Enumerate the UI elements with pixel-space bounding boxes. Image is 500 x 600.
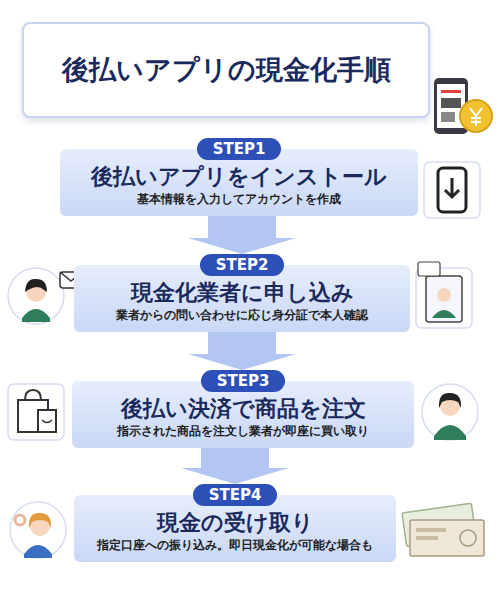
step-description: 業者からの問い合わせに応じ身分証で本人確認 (82, 307, 402, 324)
flow-arrow (181, 448, 289, 484)
woman-figure (422, 384, 478, 440)
step-box: STEP2 現金化業者に申し込み業者からの問い合わせに応じ身分証で本人確認 (74, 254, 410, 332)
arrow-shape (188, 332, 296, 370)
flow-arrow (188, 332, 296, 370)
arrow-shape (181, 448, 289, 484)
step-heading: 後払い決済で商品を注文 (80, 395, 406, 423)
step-box: STEP3 後払い決済で商品を注文指示された商品を注文し業者が即座に買い取り (72, 370, 414, 448)
arrow-shape (188, 216, 296, 254)
step-heading: 現金化業者に申し込み (82, 279, 402, 307)
step-label: STEP3 (201, 370, 286, 392)
flow-arrow (188, 216, 296, 254)
operator-woman (8, 268, 82, 324)
step-label: STEP2 (200, 254, 285, 276)
ok-woman (10, 502, 66, 558)
step-description: 指示された商品を注文し業者が即座に買い取り (80, 423, 406, 440)
title-text: 後払いアプリの現金化手順 (52, 52, 401, 88)
id-check-icon (416, 262, 472, 328)
banknotes (402, 503, 484, 556)
step-label: STEP1 (197, 138, 282, 160)
download-icon (424, 162, 480, 218)
step-label: STEP4 (193, 484, 278, 506)
step-box: STEP1 後払いアプリをインストール基本情報を入力してアカウントを作成 (60, 138, 418, 216)
step-description: 基本情報を入力してアカウントを作成 (68, 191, 410, 208)
step-heading: 現金の受け取り (82, 509, 388, 537)
shopping-bag-icon (8, 384, 64, 440)
phone-coin-picture (434, 78, 492, 134)
step-box: STEP4 現金の受け取り指定口座への振り込み。即日現金化が可能な場合も (74, 484, 396, 562)
step-heading: 後払いアプリをインストール (68, 163, 410, 191)
title-box: 後払いアプリの現金化手順 (22, 22, 430, 118)
step-description: 指定口座への振り込み。即日現金化が可能な場合も (82, 537, 388, 554)
